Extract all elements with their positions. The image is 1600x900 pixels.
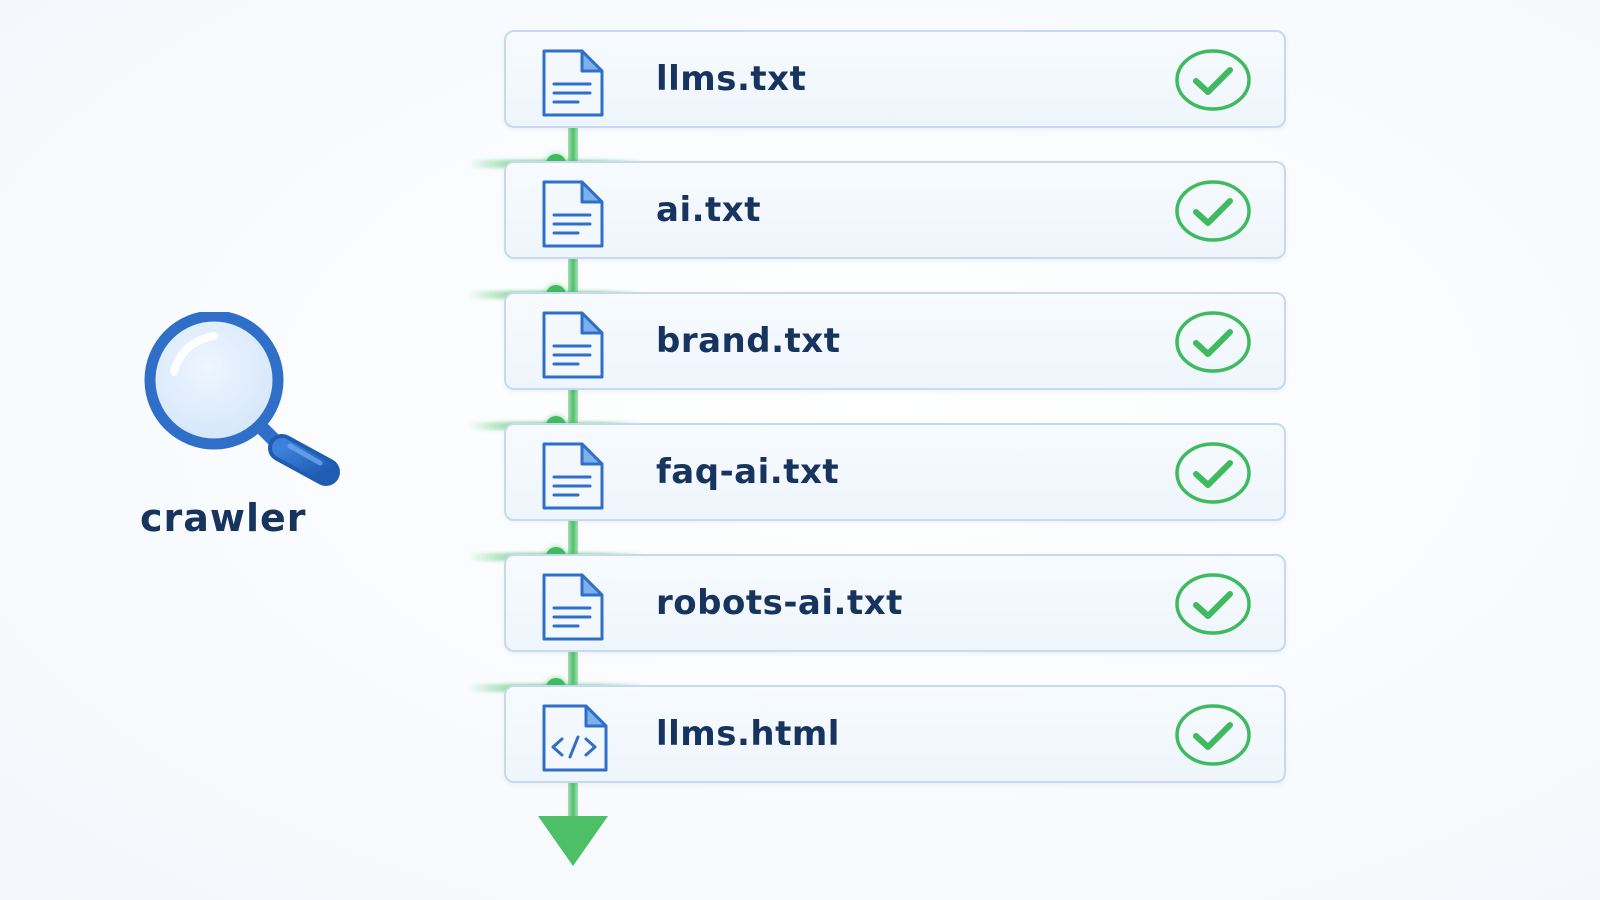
code-file-icon bbox=[542, 704, 608, 772]
file-row-brand-txt: brand.txt bbox=[504, 292, 1286, 390]
file-name: llms.txt bbox=[656, 59, 807, 99]
file-row-ai-txt: ai.txt bbox=[504, 161, 1286, 259]
text-file-icon bbox=[542, 311, 604, 379]
file-name: faq-ai.txt bbox=[656, 452, 840, 492]
text-file-icon bbox=[542, 573, 604, 641]
flow-arrow-down-icon bbox=[538, 816, 608, 866]
file-row-robots-ai-txt: robots-ai.txt bbox=[504, 554, 1286, 652]
file-name: robots-ai.txt bbox=[656, 583, 903, 623]
file-row-llms-html: llms.html bbox=[504, 685, 1286, 783]
file-name: brand.txt bbox=[656, 321, 841, 361]
check-icon bbox=[1175, 311, 1251, 373]
file-name: llms.html bbox=[656, 714, 840, 754]
crawler-label: crawler bbox=[140, 496, 307, 540]
text-file-icon bbox=[542, 180, 604, 248]
text-file-icon bbox=[542, 442, 604, 510]
check-icon bbox=[1175, 704, 1251, 766]
magnifying-glass-icon bbox=[144, 312, 340, 486]
file-name: ai.txt bbox=[656, 190, 761, 230]
check-icon bbox=[1175, 49, 1251, 111]
check-icon bbox=[1175, 573, 1251, 635]
file-row-llms-txt: llms.txt bbox=[504, 30, 1286, 128]
text-file-icon bbox=[542, 49, 604, 117]
file-row-faq-ai-txt: faq-ai.txt bbox=[504, 423, 1286, 521]
check-icon bbox=[1175, 442, 1251, 504]
check-icon bbox=[1175, 180, 1251, 242]
